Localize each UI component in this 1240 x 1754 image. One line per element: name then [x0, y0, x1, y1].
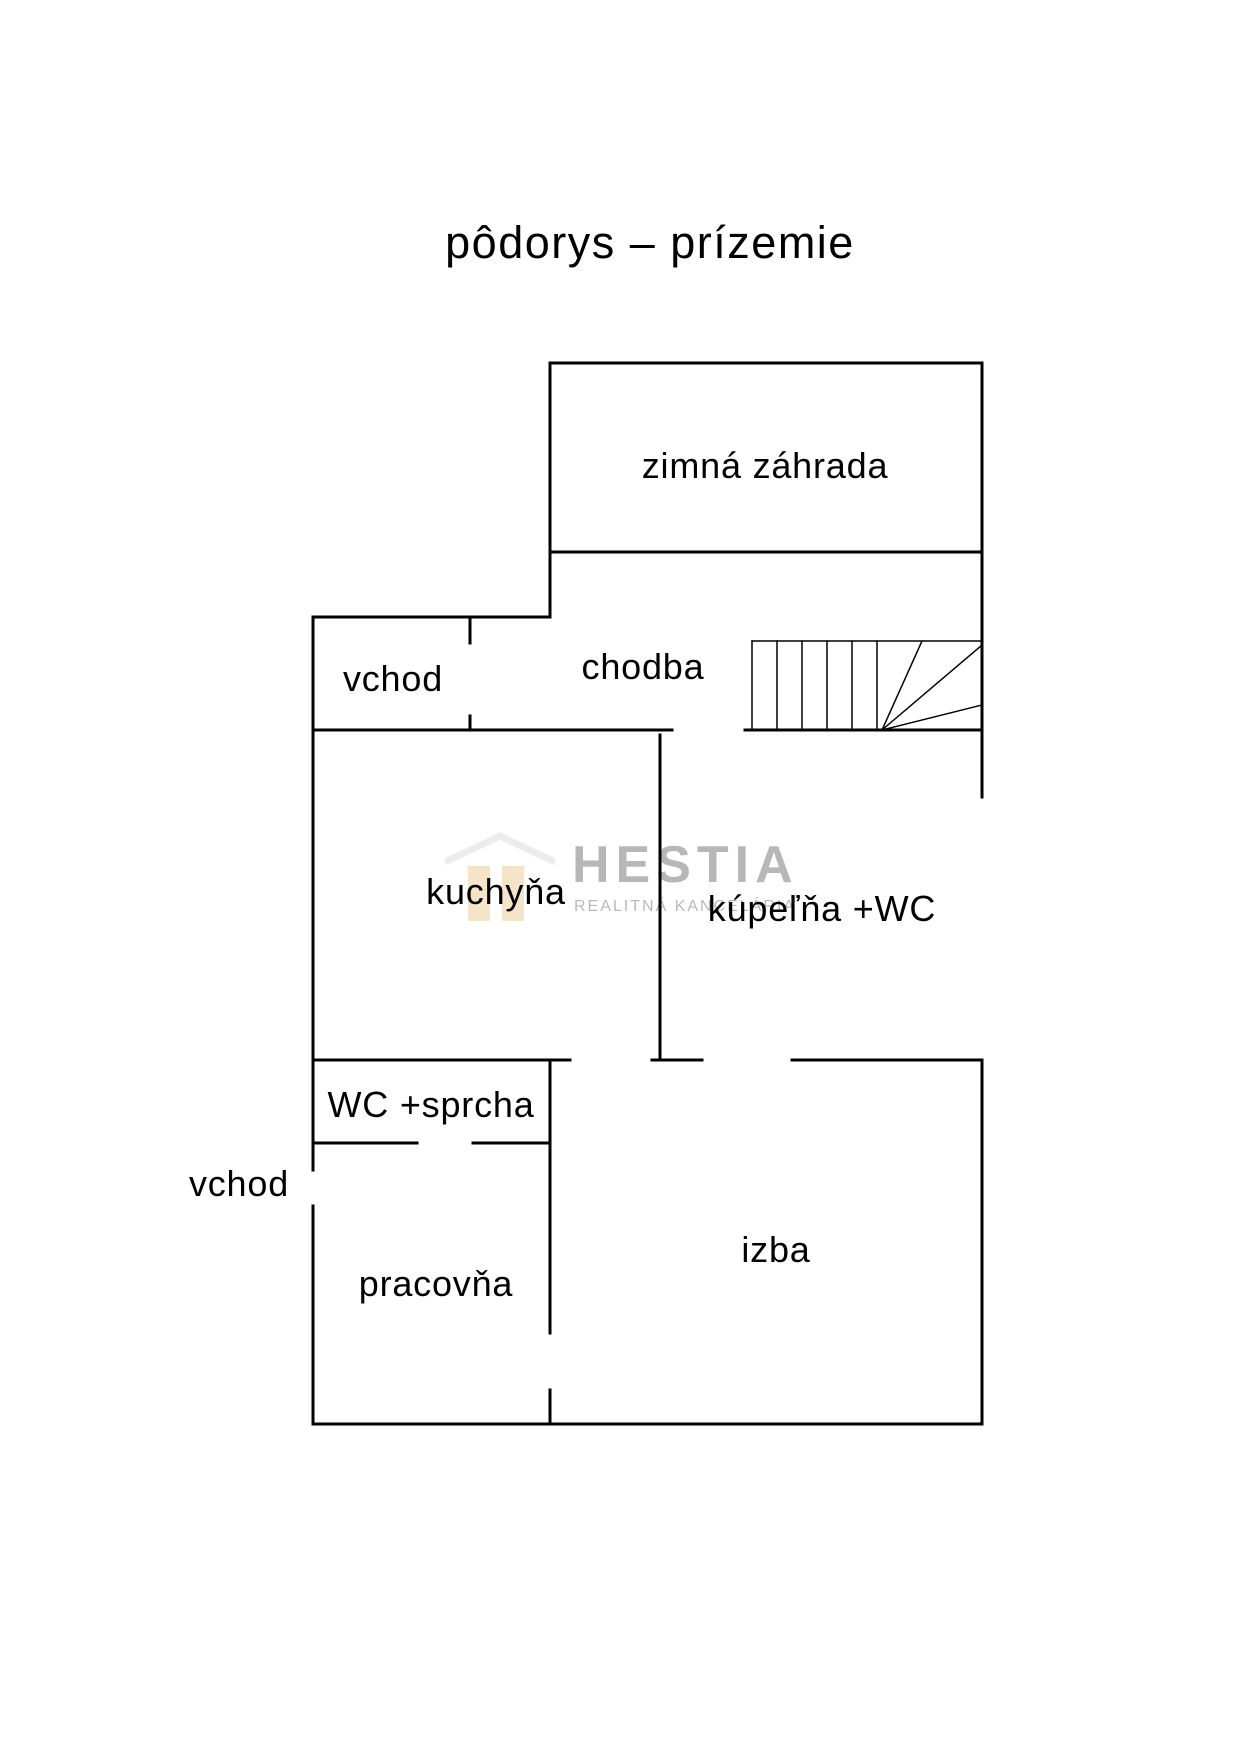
room-label-kuchyna: kuchyňa [426, 871, 566, 912]
room-label-zimna-zahrada: zimná záhrada [642, 445, 889, 486]
room-label-kupelna: kúpeľňa +WC [708, 888, 936, 929]
room-label-pracovna: pracovňa [359, 1263, 514, 1304]
room-label-vchod-top: vchod [343, 658, 443, 699]
watermark-logo: HESTIA REALITNÁ KANCELÁRIA [443, 832, 799, 921]
watermark-brand: HESTIA [572, 836, 799, 894]
stair-winder [881, 704, 983, 731]
room-label-chodba: chodba [582, 646, 705, 687]
room-label-vchod-side: vchod [189, 1163, 289, 1204]
walls [311, 361, 984, 1426]
watermark-subtitle: REALITNÁ KANCELÁRIA [574, 896, 796, 915]
staircase [751, 640, 984, 732]
house-body-icon [468, 866, 490, 921]
page-title: pôdorys – prízemie [445, 217, 855, 268]
room-label-wc-sprcha: WC +sprcha [327, 1084, 534, 1125]
room-label-izba: izba [741, 1229, 810, 1270]
stair-winder [881, 640, 923, 731]
stair-winder [880, 643, 984, 732]
house-body-icon-right [502, 866, 524, 921]
house-roof-icon [443, 832, 557, 866]
